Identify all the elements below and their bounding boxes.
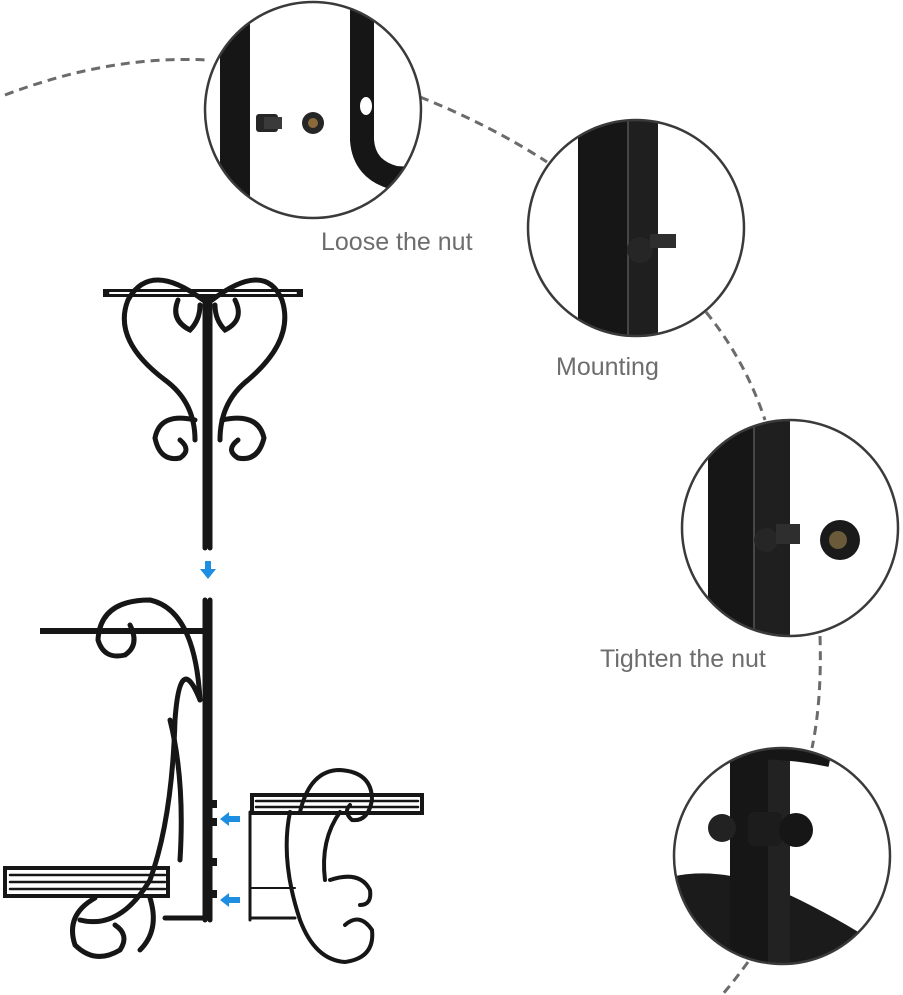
detail-circle-loose-nut: [203, 0, 423, 220]
detail-circle-tightened: [672, 746, 892, 966]
dashed-connector: [4, 57, 822, 995]
detail-circle-mounting: [526, 118, 746, 338]
caption-loose-the-nut: Loose the nut: [321, 228, 473, 256]
caption-tighten-the-nut: Tighten the nut: [600, 645, 766, 673]
left-arrow-icon: [220, 812, 240, 907]
caption-mounting: Mounting: [556, 353, 659, 381]
stand-top-piece: [103, 277, 303, 551]
detail-circle-tighten-nut: [680, 418, 900, 638]
stand-side-shelf: [248, 767, 424, 965]
down-arrow-icon: [200, 561, 216, 579]
stand-lower-frame: [3, 597, 217, 959]
